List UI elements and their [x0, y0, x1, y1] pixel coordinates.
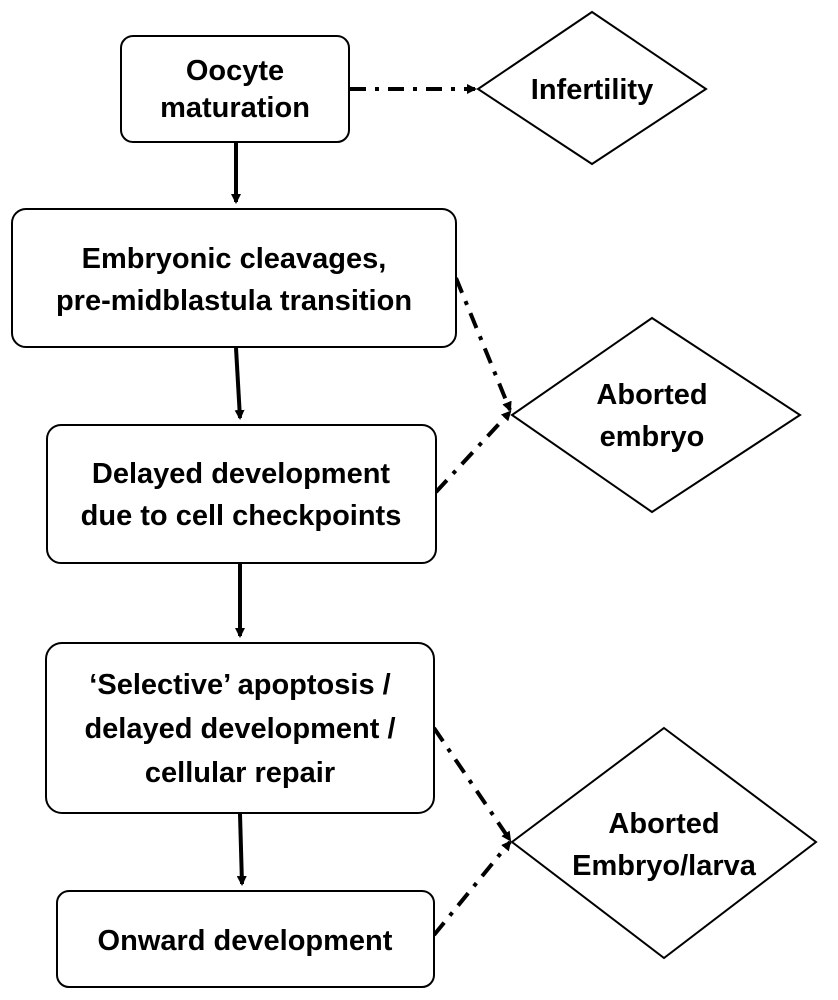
box-onward-line1: Onward development: [98, 925, 393, 957]
box-oocyte-line2: maturation: [160, 92, 310, 124]
box-selective-apoptosis: ‘Selective’ apoptosis / delayed developm…: [45, 642, 435, 814]
arrow-cleavage-to-delayed: [234, 347, 245, 420]
arrow-onward-to-aborted-larva: [432, 840, 512, 937]
box-oocyte-line1: Oocyte: [186, 55, 284, 87]
box-cleavage-line1: Embryonic cleavages,: [82, 243, 387, 275]
box-oocyte-maturation: Oocyte maturation: [120, 35, 350, 143]
diamond-infertility: Infertility: [476, 10, 708, 166]
box-embryonic-cleavages: Embryonic cleavages, pre-midblastula tra…: [11, 208, 457, 348]
box-delayed-line2: due to cell checkpoints: [81, 500, 402, 532]
box-onward-development: Onward development: [56, 890, 435, 988]
arrow-cleavage-to-aborted-embryo: [454, 277, 512, 412]
arrow-selective-to-aborted-larva: [432, 726, 512, 842]
diamond-larva-line1: Aborted: [608, 808, 719, 840]
box-selective-line1: ‘Selective’ apoptosis /: [89, 669, 390, 701]
diamond-embryo-line2: embryo: [600, 421, 705, 453]
diamond-embryo-line1: Aborted: [596, 379, 707, 411]
diamond-larva-line2: Embryo/larva: [572, 850, 757, 882]
diamond-aborted-embryo: Aborted embryo: [510, 316, 802, 514]
arrow-delayed-to-aborted-embryo: [434, 410, 512, 494]
box-selective-line3: cellular repair: [145, 757, 335, 789]
arrow-selective-to-onward: [236, 813, 247, 886]
box-selective-line2: delayed development /: [84, 713, 395, 745]
diamond-infertility-line1: Infertility: [531, 74, 653, 106]
diamond-aborted-larva: Aborted Embryo/larva: [510, 726, 818, 960]
box-delayed-line1: Delayed development: [92, 458, 390, 490]
box-delayed-development: Delayed development due to cell checkpoi…: [46, 424, 437, 564]
box-cleavage-line2: pre-midblastula transition: [56, 285, 412, 317]
